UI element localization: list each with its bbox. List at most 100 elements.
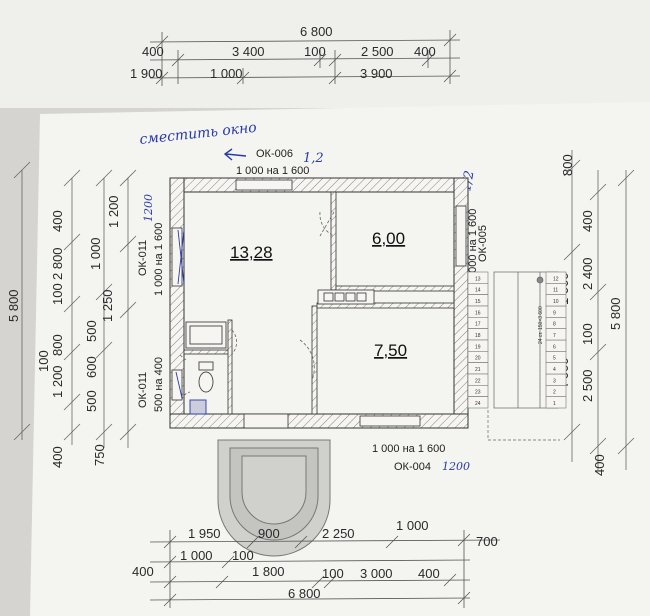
left-dimension-lines	[13, 161, 137, 448]
left-c2-2: 500	[84, 320, 99, 342]
stair-step	[467, 396, 489, 409]
window-sash-marks	[175, 229, 185, 399]
porch	[217, 439, 331, 557]
stair-step-number: 17	[475, 322, 481, 328]
stair-step-number: 7	[553, 333, 556, 339]
bottom-dim-2-1: 1 000	[180, 548, 213, 563]
room-area-2: 6,00	[372, 229, 405, 248]
right-outer-dim: 5 800	[608, 297, 623, 330]
stair-step	[545, 305, 567, 318]
window-ok005-size: 1 000 на 1 600	[467, 209, 479, 282]
stair-step-number: 4	[553, 367, 556, 373]
stair-step-number: 5	[553, 356, 556, 362]
left-c2-4: 500	[84, 390, 99, 412]
right-c1-6: 400	[592, 454, 607, 476]
stair-step-number: 13	[475, 276, 481, 282]
stair-step	[545, 373, 567, 386]
top-dimension-lines	[149, 30, 461, 86]
right-c1-4: 100	[580, 323, 595, 345]
stair-step-number: 12	[553, 276, 559, 282]
bottom-dim-1-3: 2 250	[322, 526, 355, 541]
bottom-dim-3-5: 400	[418, 566, 440, 581]
left-c1-6: 400	[50, 210, 65, 232]
bottom-dim-3-1: 400	[132, 564, 154, 579]
stair-step	[545, 396, 567, 409]
left-c2-1: 800	[50, 334, 65, 356]
window-ok011a-size: 1 000 на 1 600	[153, 223, 165, 296]
top-dim-1-5: 400	[414, 44, 436, 59]
right-c1-5: 2 500	[580, 369, 595, 402]
stair-step-number: 18	[475, 333, 481, 339]
bottom-dim-2-2: 100	[232, 548, 254, 563]
window-ok011a-label: ОК-011	[137, 240, 149, 276]
handwritten-arrow	[223, 148, 247, 161]
handwritten-12a: 1,2	[303, 151, 324, 166]
right-c1-1: 800	[560, 154, 575, 176]
window-openings	[171, 179, 467, 429]
stair-step	[545, 384, 567, 397]
right-c1-3: 2 400	[580, 257, 595, 290]
left-c2-3: 600	[84, 356, 99, 378]
bottom-dim-1-5: 700	[476, 534, 498, 549]
top-dim-2-1: 1 900	[130, 66, 163, 81]
window-ok004-label: ОК-004	[394, 461, 431, 473]
interior-walls	[183, 191, 455, 415]
handwritten-1200b: 1200	[442, 460, 470, 473]
stair-step	[545, 316, 567, 329]
stair-step-number: 9	[553, 310, 556, 316]
stove-burners	[317, 289, 375, 305]
bottom-overall-dim: 6 800	[288, 586, 321, 601]
bottom-dim-1-2: 900	[258, 526, 280, 541]
top-dim-2-2: 1 000	[210, 66, 243, 81]
top-dim-1-1: 400	[142, 44, 164, 59]
window-ok011b-size: 500 на 400	[153, 357, 165, 412]
left-c3-3: 1 250	[100, 289, 115, 322]
left-c3-4: 750	[92, 444, 107, 466]
main-sheet	[30, 102, 650, 616]
bottom-dim-1-1: 1 950	[188, 526, 221, 541]
stair-step-number: 1	[553, 401, 556, 407]
top-paper	[0, 0, 650, 108]
stair-step-number: 21	[475, 367, 481, 373]
room-area-1: 13,28	[230, 243, 273, 262]
stair-step-number: 24	[475, 401, 481, 407]
left-c3-1: 1 200	[106, 195, 121, 228]
stair-step-number: 19	[475, 344, 481, 350]
stair-step-number: 10	[553, 299, 559, 305]
window-ok006-label: ОК-006	[256, 148, 293, 160]
top-dim-2-3: 3 900	[360, 66, 393, 81]
stair-step-number: 14	[475, 288, 481, 294]
left-c3-2: 1 000	[88, 237, 103, 270]
left-outer-dim: 5 800	[6, 289, 21, 322]
stair-step-number: 11	[553, 288, 558, 294]
right-dimension-lines	[563, 150, 635, 470]
bottom-dim-1-4: 1 000	[396, 518, 429, 533]
bathroom-fixtures	[185, 321, 227, 415]
room-area-3: 7,50	[374, 341, 407, 360]
left-c1-1: 400	[50, 446, 65, 468]
bottom-dim-3-2: 1 800	[252, 564, 285, 579]
top-dim-1-2: 3 400	[232, 44, 265, 59]
window-ok006-size: 1 000 на 1 600	[236, 165, 309, 177]
stair-step-number: 2	[553, 390, 556, 396]
left-c1-3: 100	[50, 283, 65, 305]
window-ok011b-label: ОК-011	[137, 372, 149, 408]
window-ok005-label: ОК-005	[477, 225, 489, 262]
bottom-dim-3-4: 3 000	[360, 566, 393, 581]
bottom-dim-3-3: 100	[322, 566, 344, 581]
stair-step-number: 23	[475, 390, 481, 396]
stair-step-number: 3	[553, 378, 556, 384]
left-c1-2: 2 800	[50, 247, 65, 280]
top-dim-1-3: 100	[304, 44, 326, 59]
stair-step-number: 8	[553, 322, 556, 328]
top-dim-1-4: 2 500	[361, 44, 394, 59]
right-c1-2: 400	[580, 210, 595, 232]
stair-step-number: 15	[475, 299, 481, 305]
stair-step-number: 16	[475, 310, 481, 316]
stair-step-number: 22	[475, 378, 481, 384]
window-ok004-size: 1 000 на 1 600	[372, 443, 445, 455]
left-c1-5: 100	[36, 350, 51, 372]
top-overall-dim: 6 800	[300, 24, 333, 39]
stair-step	[545, 271, 567, 284]
